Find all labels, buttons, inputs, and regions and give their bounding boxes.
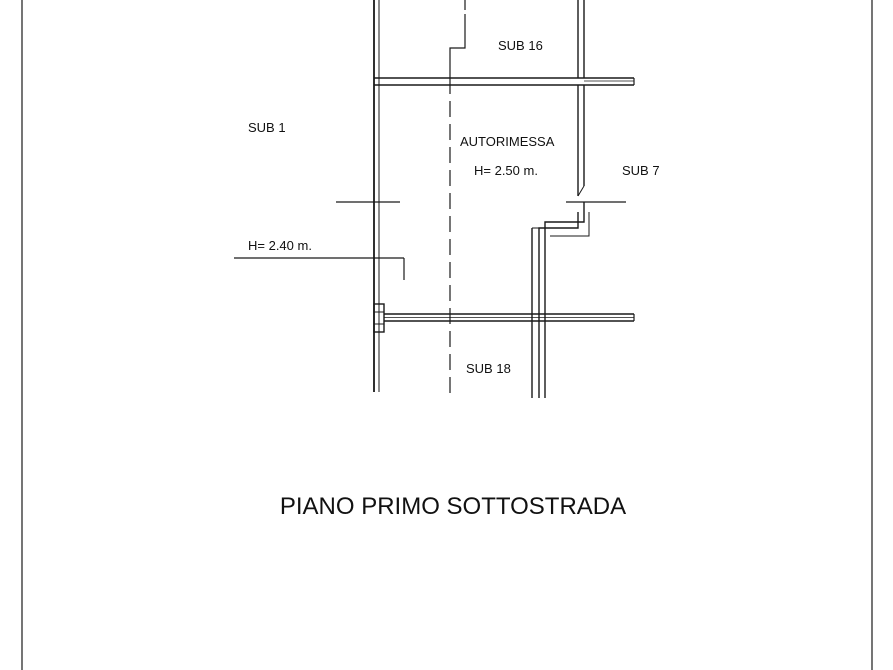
label-sub18: SUB 18 [466,361,511,376]
pillar [373,303,385,333]
jog-wall-detail [550,212,590,237]
jog-wall-outer [544,202,585,398]
label-sub1-height: H= 2.40 m. [248,238,312,253]
garage-right-wall-tick [577,185,585,197]
jog-wall-inner [538,212,579,398]
label-autorimessa-height: H= 2.50 m. [474,163,538,178]
label-sub7: SUB 7 [622,163,660,178]
label-sub16: SUB 16 [498,38,543,53]
label-sub1: SUB 1 [248,120,286,135]
plan-title: PIANO PRIMO SOTTOSTRADA [280,493,626,520]
label-autorimessa: AUTORIMESSA [460,134,555,149]
sub16-step [449,14,466,78]
